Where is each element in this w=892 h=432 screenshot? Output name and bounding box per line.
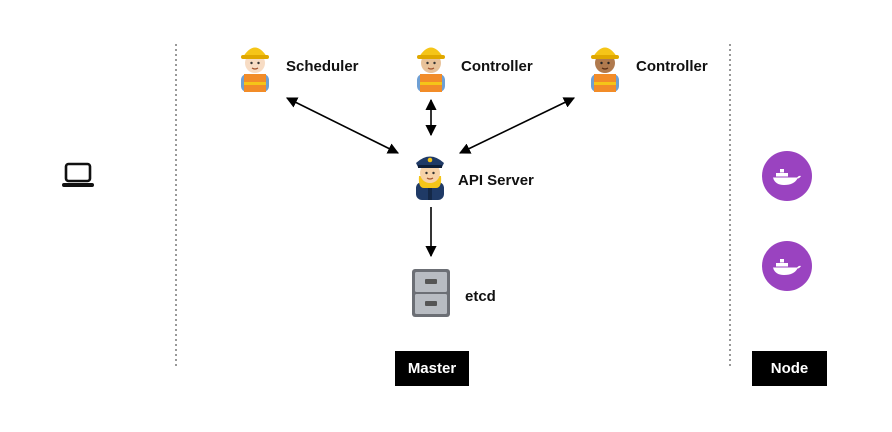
docker-whale-icon: [773, 169, 801, 185]
node-tag: Node: [752, 351, 827, 386]
arrow-controller2-api: [458, 97, 576, 154]
api-server-label: API Server: [458, 172, 534, 189]
construction-worker-icon: [591, 47, 619, 92]
docker-container: [762, 151, 812, 201]
arrow-scheduler-api: [285, 97, 400, 154]
docker-container: [762, 241, 812, 291]
docker-whale-icon: [773, 259, 801, 275]
controller-label: Controller: [636, 58, 708, 75]
file-cabinet-icon: [412, 269, 450, 317]
etcd-label: etcd: [465, 288, 496, 305]
construction-worker-icon: [417, 47, 445, 92]
laptop-icon: [62, 162, 94, 187]
controller-label: Controller: [461, 58, 533, 75]
construction-worker-icon: [241, 47, 269, 92]
scheduler-label: Scheduler: [286, 58, 359, 75]
master-tag: Master: [395, 351, 469, 386]
police-officer-icon: [416, 156, 444, 200]
